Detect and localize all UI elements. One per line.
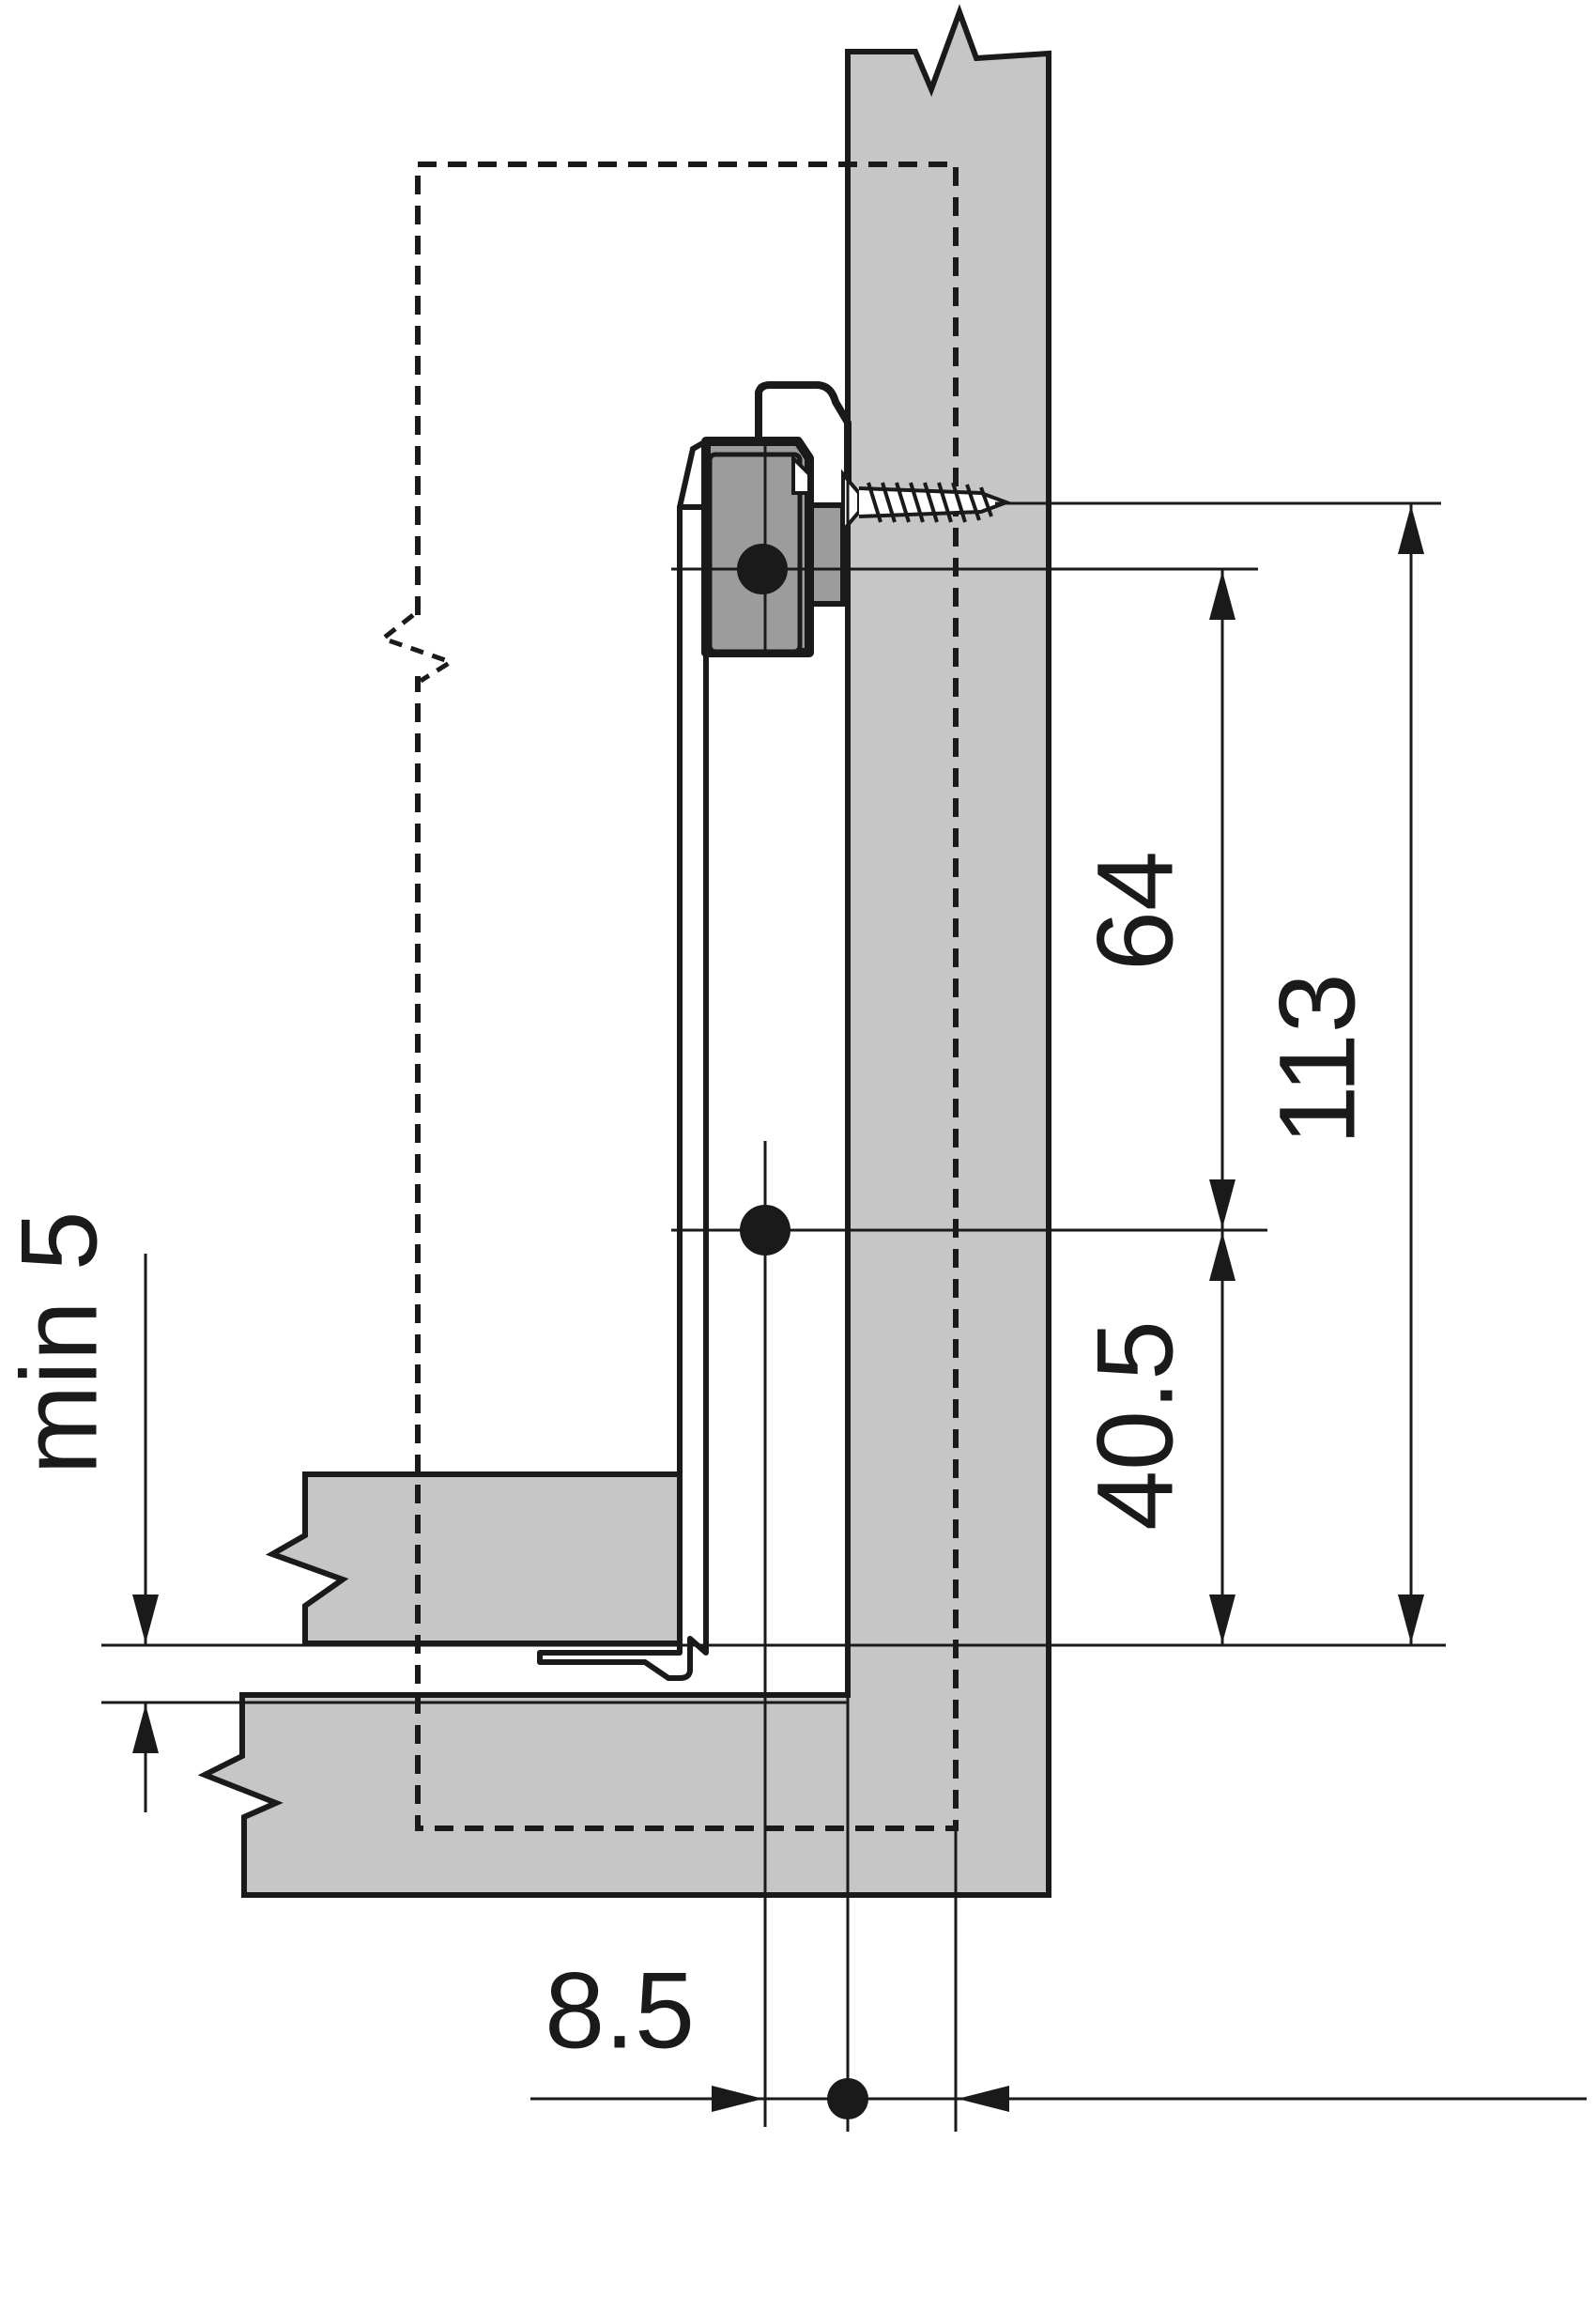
dimension-label-113: 113: [1257, 973, 1377, 1145]
dimension-label-64: 64: [1075, 851, 1195, 971]
runner-profile: [537, 504, 709, 1681]
drawer-outline-break: [377, 613, 456, 684]
arrow-113-bottom: [1398, 1595, 1424, 1643]
arrow-64-bottom: [1209, 1179, 1235, 1228]
dimension-label-40-5: 40.5: [1075, 1320, 1195, 1531]
fixing-hole-upper: [737, 544, 788, 594]
arrow-8-5-left: [712, 2086, 763, 2112]
dimension-label-min-5: min 5: [0, 1210, 119, 1474]
screw-thread: [867, 482, 993, 523]
arrow-40-5-top: [1209, 1232, 1235, 1281]
arrow-min5-top: [132, 1595, 159, 1643]
dimension-label-8-5: 8.5: [545, 1950, 695, 2071]
drawer-outline-dashed: [415, 162, 959, 1831]
bracket-upper-clip: [755, 381, 852, 528]
drawer-bottom-panel: [265, 1471, 683, 1646]
cabinet-side-panel: [197, 4, 1051, 1898]
bracket-tab: [791, 454, 811, 495]
arrow-8-5-right: [958, 2086, 1009, 2112]
construction-lines: [101, 52, 1587, 2132]
dimension-arrows: [132, 505, 1424, 2112]
arrow-113-top: [1398, 505, 1424, 554]
arrow-40-5-bottom: [1209, 1595, 1235, 1643]
reference-point: [827, 2078, 868, 2119]
arrow-64-top: [1209, 571, 1235, 620]
fixing-hole-lower: [740, 1205, 790, 1256]
arrow-min5-bottom: [132, 1704, 159, 1753]
